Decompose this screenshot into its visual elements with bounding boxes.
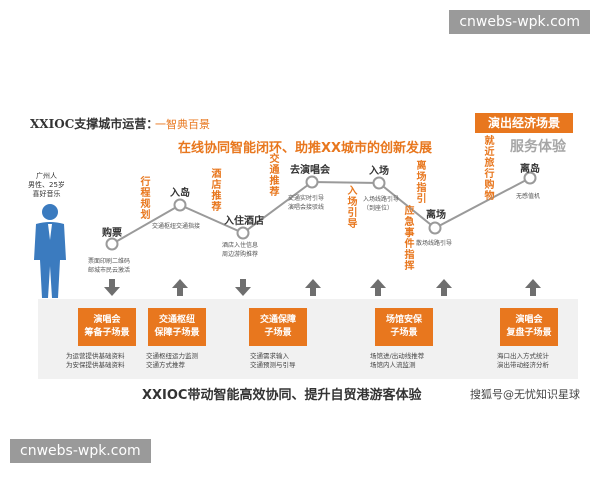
vertical-label: 行程规划 [138,176,149,220]
top-right-subtitle: 服务体验 [510,139,566,155]
scene-desc: 交通枢纽运力监测交通方式推荐 [146,352,198,369]
stage-node [305,175,319,189]
persona-line: 喜好音乐 [32,190,61,198]
source-watermark: 搜狐号@无忧知识星球 [470,388,580,401]
person-figure [34,204,66,298]
vertical-label: 应急事件指挥 [402,205,413,271]
top-right-badge: 演出经济场景 [475,113,573,133]
vertical-label: 入场引导 [345,185,356,229]
stage-desc: 酒店入住信息周边游购推荐 [222,242,259,258]
stage-desc: 交通枢纽交通指接 [152,223,201,230]
persona-text: 广州人男性、25岁喜好音乐 [28,172,65,199]
stage-desc: 交通实时引导演唱会接驳线 [288,195,325,211]
brand-title: XXIOC支撑城市运营： [30,117,159,131]
footer-caption: XXIOC带动智能高效协同、提升自贸港游客体验 [142,388,422,403]
scene-box: 演唱会筹备子场景 [78,308,136,346]
vertical-label: 就近旅行购物 [482,135,493,201]
scene-box: 交通保障子场景 [249,308,307,346]
arrow-up-icon [370,279,386,296]
arrow-up-icon [525,279,541,296]
arrow-down-icon [235,279,251,296]
stage-desc: 入场线路引导（到座位） [363,196,400,212]
arrow-up-icon [436,279,452,296]
headline: 在线协同智能闭环、助推XX城市的创新发展 [178,141,433,156]
arrow-up-icon [172,279,188,296]
brand-tagline: 一智典百景 [155,118,210,131]
watermark-bottom: cnwebs-wpk.com [10,439,151,463]
scene-box: 场馆安保子场景 [375,308,433,346]
persona-line: 广州人 [35,172,57,180]
stage-node [372,176,386,190]
stage-label: 入住酒店 [224,216,264,227]
stage-node [105,237,119,251]
stage-label: 入场 [369,166,389,177]
vertical-label: 交通推荐 [267,153,278,197]
vertical-label: 离场指引 [414,160,425,204]
arrow-up-icon [305,279,321,296]
vertical-label: 酒店推荐 [209,168,220,212]
stage-label: 购票 [102,228,122,239]
scene-box: 演唱会复盘子场景 [500,308,558,346]
stage-label: 离岛 [520,164,540,175]
scene-desc: 海口出入方式统计演出带动经济分析 [497,352,549,369]
stage-desc: 无感值机 [516,193,541,200]
stage-label: 去演唱会 [290,165,330,176]
stage-node [428,221,442,235]
arrow-down-icon [104,279,120,296]
scene-desc: 场馆进/出动线推荐场馆内人流监测 [370,352,425,369]
watermark-top: cnwebs-wpk.com [449,10,590,34]
stage-label: 离场 [426,210,446,221]
scene-box: 交通枢纽保障子场景 [148,308,206,346]
persona-line: 男性、25岁 [28,181,65,189]
stage-desc: 票面印刷二维码邮城市民云激活 [88,258,131,274]
stage-label: 入岛 [170,188,190,199]
stage-node [173,198,187,212]
stage-desc: 散场线路引导 [416,240,453,247]
scene-desc: 为运营提供基础资料为安保提供基础资料 [66,352,125,369]
stage-node [523,171,537,185]
stage-node [236,226,250,240]
scene-desc: 交通需求输入交通预测与引导 [250,352,296,369]
